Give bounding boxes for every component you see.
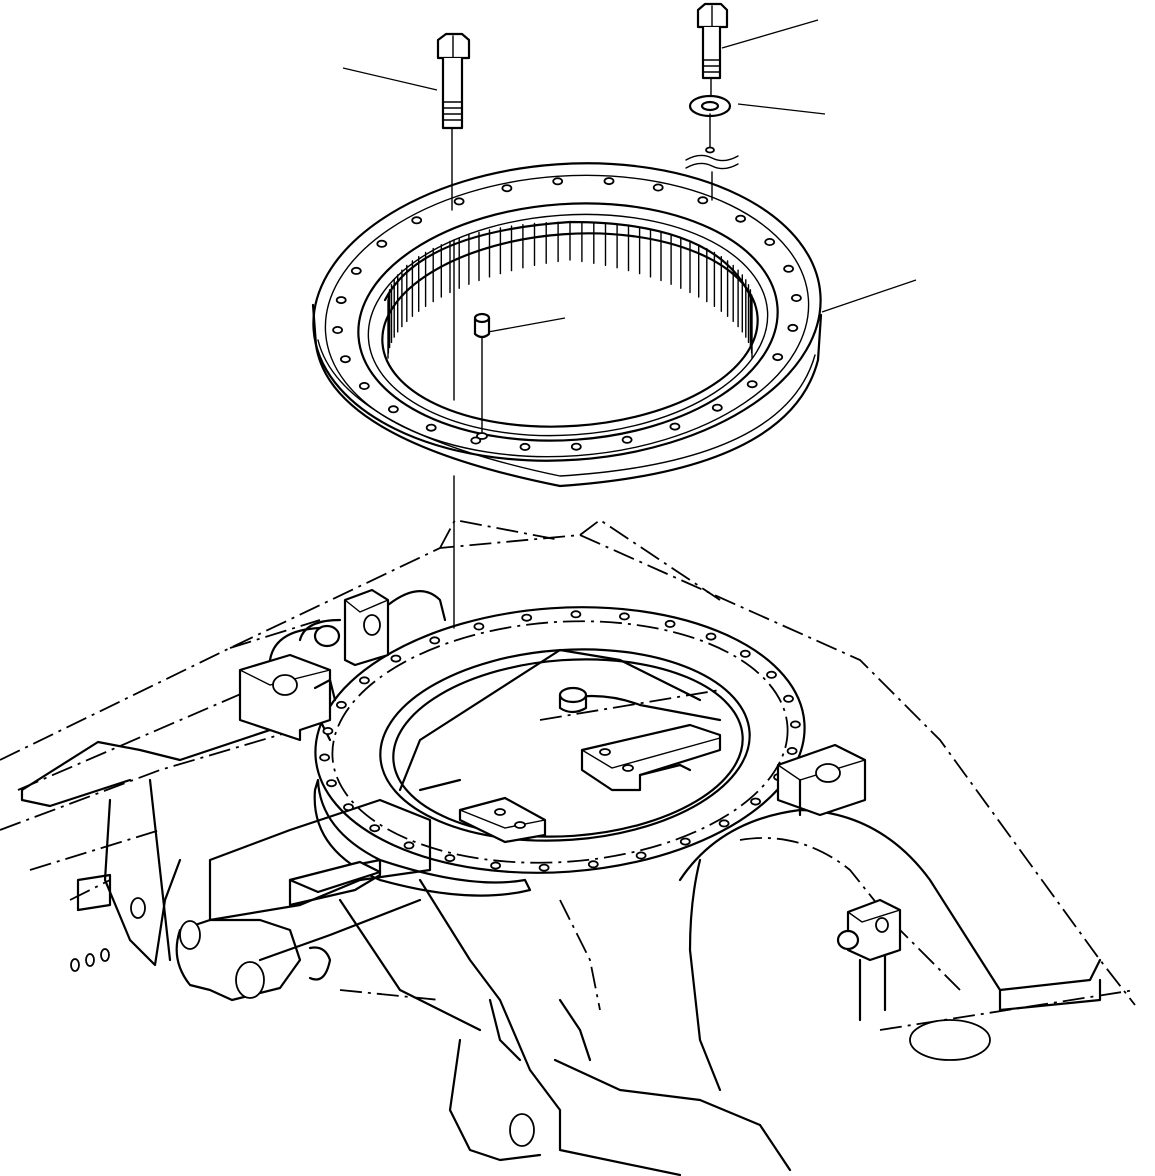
bolt-hole [652, 183, 664, 192]
bolt-hole [750, 797, 761, 806]
bolt-hole [619, 612, 630, 621]
hex-bolt-icon [696, 2, 729, 97]
leader-swing-circle [821, 279, 917, 313]
frame-icon [0, 518, 1136, 1176]
bolt-hole [332, 325, 344, 334]
bolt-hole [603, 177, 615, 186]
bolt-hole [322, 727, 334, 736]
bolt-hole [791, 293, 802, 302]
bolt-hole [343, 803, 354, 812]
bolt-hole [538, 863, 550, 872]
bolt-hole [473, 622, 485, 631]
bolt-hole [519, 442, 531, 451]
bolt-hole [790, 720, 801, 729]
frame-bolt-holes [319, 610, 801, 872]
bolt-hole [679, 837, 691, 846]
bolt-hole [470, 436, 482, 445]
bolt-hole [387, 405, 399, 414]
bolt-hole [746, 380, 758, 389]
bolt-hole [783, 264, 794, 273]
leader-washer [737, 103, 826, 115]
bolt-hole [587, 860, 599, 869]
bolt-hole [711, 403, 723, 412]
leader-dowel-pin [487, 317, 566, 333]
bolt-hole [705, 632, 717, 641]
bolt-hole [319, 753, 331, 762]
bolt-hole [425, 423, 437, 432]
bolt-hole [764, 237, 776, 246]
bolt-hole [335, 700, 347, 709]
washer-icon [685, 94, 739, 201]
bolt-hole [521, 613, 533, 622]
bolt-hole [403, 841, 415, 850]
pin-icon [473, 312, 491, 440]
bolt-hole [429, 636, 441, 645]
bolt-hole [501, 184, 513, 193]
bolt-hole [490, 861, 502, 870]
leader-left-bolt [342, 67, 438, 91]
bolt-hole [786, 747, 798, 756]
bolt-hole [697, 196, 709, 205]
bearing-ring-icon [311, 162, 823, 488]
bolt-hole [570, 610, 582, 619]
gear-teeth [387, 221, 753, 359]
bolt-hole [350, 266, 362, 275]
bolt-hole [339, 355, 351, 364]
bolt-hole [335, 296, 347, 305]
bolt-hole [783, 694, 794, 703]
bolt-hole [358, 381, 370, 390]
bolt-hole [453, 197, 465, 206]
bolt-hole [669, 422, 681, 431]
bolt-hole [552, 177, 564, 186]
bolt-hole [739, 649, 751, 658]
leader-right-bolt [721, 19, 819, 49]
bolt-hole [570, 442, 582, 451]
bolt-hole [326, 779, 337, 788]
hex-bolt-icon [436, 32, 471, 211]
bolt-hole [411, 216, 423, 225]
bolt-hole [718, 819, 730, 828]
bolt-hole [735, 214, 746, 223]
bolt-hole [635, 851, 647, 860]
bolt-hole [390, 654, 402, 663]
ring-bolt-holes [332, 177, 802, 451]
bolt-hole [369, 824, 381, 833]
bolt-hole [664, 619, 676, 628]
bolt-hole [621, 435, 633, 444]
bolt-hole [444, 854, 456, 863]
bolt-hole [766, 670, 777, 679]
bolt-hole [772, 353, 784, 362]
bolt-hole [358, 676, 370, 685]
callout-leaders [342, 19, 917, 333]
bolt-hole [376, 239, 388, 248]
bolt-hole [787, 323, 799, 332]
